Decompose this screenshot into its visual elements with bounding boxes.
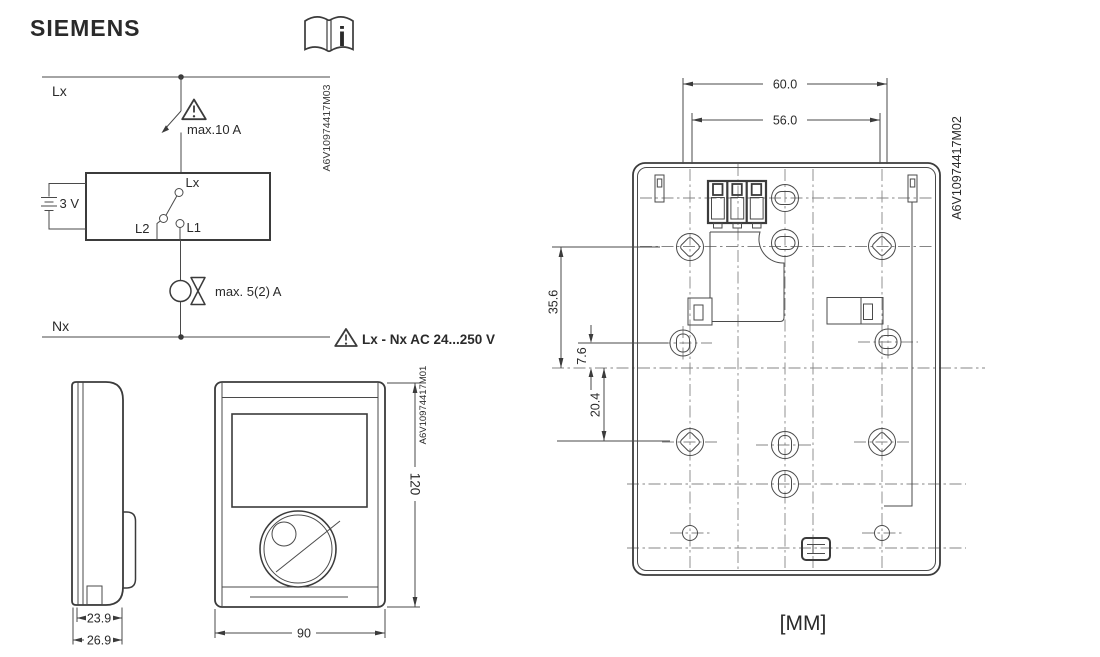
display [231, 413, 368, 508]
plate-right-contour [884, 202, 913, 507]
screw-hole [682, 525, 698, 541]
warning-triangle-icon [334, 328, 358, 347]
book-spine-icon [326, 20, 332, 50]
terminal-top-label: Lx [186, 175, 200, 190]
dimension-lower-offset: 20.4 [589, 393, 603, 417]
battery-voltage-label: 3 V [60, 196, 80, 211]
front-view-edge-lines [221, 383, 379, 606]
thermostat-box [85, 172, 271, 241]
valve-icon [169, 276, 206, 306]
drawing-code-m01: A6V10974417M01 [418, 366, 429, 445]
side-view-edge-lines [77, 382, 84, 605]
front-view-bottom-band [222, 586, 378, 598]
plate-outline [632, 162, 941, 576]
mounting-slot [654, 174, 918, 203]
dimension-depth-total: 26.9 [87, 634, 111, 648]
drawing-code-m03: A6V10974417M03 [321, 84, 333, 171]
side-view-dimensions: 23.9 26.9 [72, 607, 123, 648]
relay-contact-icon [156, 188, 185, 240]
dimension-hole-spacing-inner: 56.0 [773, 114, 797, 128]
dimension-mid-offset: 7.6 [575, 347, 589, 364]
siemens-logo: SIEMENS [30, 15, 141, 41]
front-view-outline [214, 381, 386, 608]
dimension-height: 120 [408, 473, 423, 496]
voltage-range-label: Lx - Nx AC 24...250 V [362, 332, 495, 347]
screw-hole [669, 329, 799, 498]
load-rating-label: max. 5(2) A [215, 284, 282, 299]
junction-dot [178, 334, 184, 340]
manual-book-icon: i [304, 16, 354, 53]
mounting-plate: 60.0 56.0 35.6 7.6 20.4 A6V10974417M02 [… [547, 78, 985, 635]
dimension-depth-front: 23.9 [87, 612, 111, 626]
terminal-left-label: L2 [135, 221, 149, 236]
plate-left-dimensions: 35.6 7.6 20.4 [547, 246, 670, 442]
terminal-right-label: L1 [187, 220, 201, 235]
screw-hole [676, 232, 896, 456]
plate-top-dimensions: 60.0 56.0 [682, 78, 888, 164]
book-outline-icon [304, 16, 354, 53]
dial-pointer-line [275, 520, 341, 573]
units-label: [MM] [780, 612, 827, 635]
dial-button [271, 521, 297, 547]
device-side-view [71, 381, 137, 606]
phase-label: Lx [52, 83, 67, 99]
drawing-code-m02: A6V10974417M02 [950, 116, 964, 220]
dimension-hole-spacing-outer: 60.0 [773, 78, 797, 92]
screw-hole [771, 184, 902, 356]
side-view-outline [71, 381, 124, 606]
breaker-switch-icon [161, 77, 182, 173]
side-view-foot [86, 585, 103, 605]
info-letter-icon: i [338, 21, 346, 52]
terminal-block [706, 179, 768, 229]
neutral-label: Nx [52, 318, 69, 334]
centerlines [552, 164, 985, 571]
battery-icon [41, 183, 86, 230]
front-view-dimensions: 90 120 A6V10974417M01 [214, 366, 429, 641]
snap-clip [801, 537, 831, 561]
device-front-view [214, 381, 386, 608]
side-view-knob [123, 511, 137, 589]
fuse-rating-label: max.10 A [187, 122, 242, 137]
dimension-width: 90 [297, 627, 311, 641]
latch-window [687, 297, 884, 326]
dimension-upper-offset: 35.6 [547, 290, 561, 314]
dial-knob [259, 510, 341, 588]
screw-hole [874, 525, 890, 541]
plate-inner-outline [637, 167, 936, 571]
warning-triangle-icon [181, 98, 207, 121]
wiring-diagram: Lx max.10 A Lx L2 L1 [41, 74, 495, 347]
plate-center-contour [709, 231, 785, 322]
